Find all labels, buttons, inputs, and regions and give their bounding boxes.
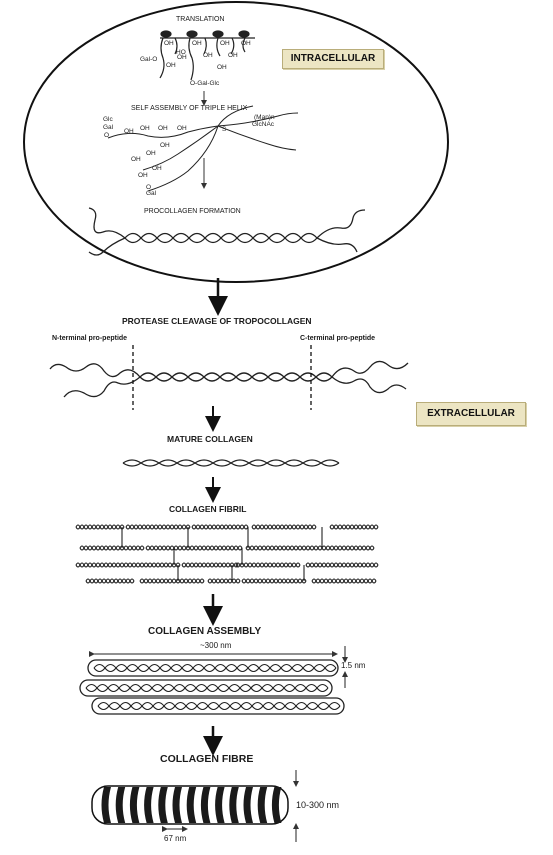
protease-label: PROTEASE CLEAVAGE OF TROPOCOLLAGEN — [122, 316, 312, 326]
fibril-molecule — [241, 578, 307, 584]
oh-label: OH — [203, 52, 213, 59]
fibre-diameter-label: 10-300 nm — [296, 800, 340, 810]
oh-label: OH — [220, 40, 230, 47]
procollagen-helix — [88, 207, 366, 256]
fibril-molecule — [245, 545, 327, 551]
oh-label: OH — [166, 62, 176, 69]
fibre-band — [215, 787, 225, 823]
fibre-band — [186, 787, 197, 823]
fibre-band — [158, 787, 168, 823]
self-assembly-label: SELF ASSEMBLY OF TRIPLE HELIX — [131, 105, 248, 112]
fibre-band — [271, 787, 282, 823]
oh-label: OH — [131, 156, 141, 163]
o-label: O — [146, 184, 152, 191]
diameter-label: 1.5 nm — [341, 661, 366, 670]
fibril-molecule — [325, 545, 375, 551]
s-label: S — [222, 126, 227, 133]
fibril-molecule — [85, 578, 135, 584]
triple-helix-assembly — [107, 105, 299, 192]
assembly-label: COLLAGEN ASSEMBLY — [148, 626, 262, 637]
glc-label: Glc — [103, 116, 113, 123]
oh-label: OH — [138, 172, 148, 179]
cell-membrane — [23, 1, 449, 283]
translation-chain — [159, 30, 255, 81]
intracellular-badge: INTRACELLULAR — [282, 49, 384, 69]
oh-label: OH — [177, 54, 187, 61]
fibre-band — [101, 787, 111, 823]
man-label: (Man)n — [254, 114, 275, 121]
oh-label: OH — [152, 165, 162, 172]
oh-label: OH — [177, 125, 187, 132]
length-label: ~300 nm — [200, 641, 232, 650]
fibril-molecule — [75, 524, 125, 530]
fibril-molecule — [329, 524, 379, 530]
fibre-band — [257, 787, 268, 823]
fibril-molecule — [207, 578, 241, 584]
fibril-molecule — [251, 524, 317, 530]
oh-label: OH — [228, 52, 238, 59]
extracellular-badge: EXTRACELLULAR — [416, 402, 526, 426]
oh-label: OH — [158, 125, 168, 132]
oh-label: OH — [124, 128, 134, 135]
mature-label: MATURE COLLAGEN — [167, 434, 253, 444]
ho-label: HO — [176, 49, 186, 56]
assembly-rod — [87, 659, 339, 677]
fibre-band — [172, 787, 182, 823]
c-terminal-label: C-terminal pro-peptide — [300, 335, 376, 342]
assembly-rod — [79, 679, 333, 697]
collagen-assembly-rods — [79, 659, 345, 715]
o-label: O — [104, 132, 110, 139]
gal-label: Gal — [103, 124, 114, 131]
fibril-molecule — [235, 562, 301, 568]
assembly-rod — [91, 697, 345, 715]
oh-label: OH — [160, 142, 170, 149]
fibril-molecule — [311, 578, 377, 584]
fibril-molecule — [139, 578, 205, 584]
oh-label: OH — [164, 40, 174, 47]
fibril-molecule — [131, 562, 181, 568]
glcnac-label: GlcNAc — [252, 121, 275, 128]
fibre-band — [243, 787, 253, 823]
period-label: 67 nm — [164, 834, 187, 843]
fibril-molecule — [181, 562, 239, 568]
n-terminal-label: N-terminal pro-peptide — [52, 335, 128, 342]
fibril-label: COLLAGEN FIBRIL — [169, 504, 247, 514]
fibre-band — [229, 787, 239, 823]
collagen-fibre — [91, 785, 289, 825]
tropocollagen — [49, 360, 409, 398]
fibril-molecule — [191, 524, 249, 530]
fibril-molecule — [79, 545, 145, 551]
gal-o-label: Gal-O — [140, 56, 158, 63]
oh-label: OH — [241, 40, 251, 47]
fibre-band — [200, 787, 211, 823]
oh-label: OH — [140, 125, 150, 132]
fibre-band — [144, 787, 154, 823]
collagen-fibril-rows — [75, 524, 379, 584]
oh-label: OH — [146, 150, 156, 157]
fibre-band — [115, 787, 126, 823]
o-gal-glc-label: O-Gal-Glc — [190, 80, 220, 87]
mature-collagen-helix — [122, 459, 340, 467]
fibril-molecule — [145, 545, 179, 551]
fibril-molecule — [125, 524, 191, 530]
fibre-label: COLLAGEN FIBRE — [160, 753, 254, 765]
oh-label: OH — [217, 64, 227, 71]
fibril-molecule — [305, 562, 379, 568]
fibril-molecule — [177, 545, 243, 551]
gal-label: Gal — [146, 190, 157, 197]
oh-label: OH — [192, 40, 202, 47]
fibril-molecule — [75, 562, 133, 568]
fibre-band — [129, 787, 140, 823]
procollagen-label: PROCOLLAGEN FORMATION — [144, 208, 241, 215]
translation-label: TRANSLATION — [176, 16, 225, 23]
